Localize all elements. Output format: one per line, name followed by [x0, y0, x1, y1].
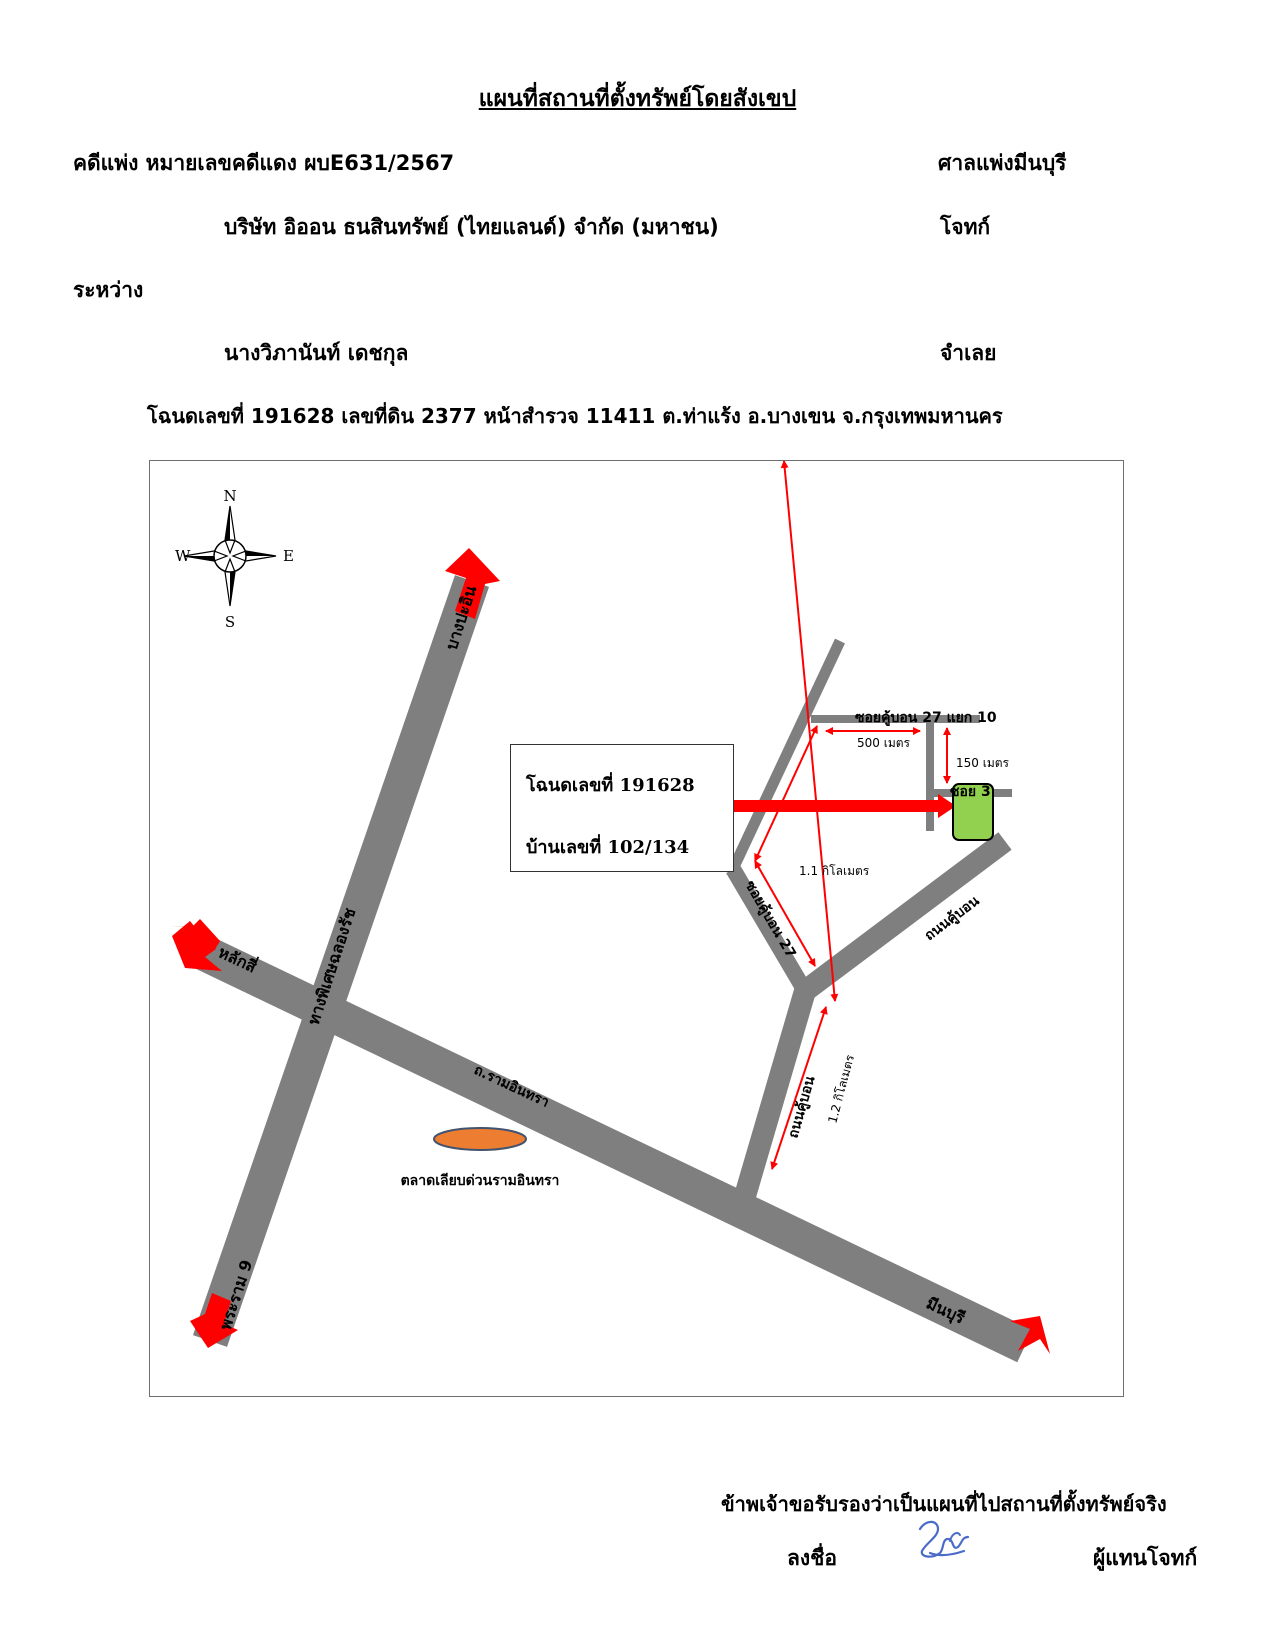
defendant-name: นางวิภานันท์ เดชกุล — [224, 341, 409, 365]
property-marker — [952, 783, 994, 841]
label-dist-1-2: 1.2 กิโลเมตร — [825, 1053, 857, 1125]
road-end-arrow — [172, 921, 222, 971]
label-dist-150: 150 เมตร — [956, 756, 1010, 770]
court-name: ศาลแพ่งมีนบุรี — [938, 151, 1067, 175]
road-expressway — [190, 548, 500, 1348]
signer-role: ผู้แทนโจทก์ — [1093, 1546, 1198, 1570]
plaintiff-name: บริษัท อิออน ธนสินทรัพย์ (ไทยแลนด์) จำกั… — [224, 215, 719, 239]
certification-text: ข้าพเจ้าขอรับรองว่าเป็นแผนที่ไปสถานที่ตั… — [721, 1492, 1167, 1516]
signature-icon — [918, 1520, 970, 1558]
property-info-box: โฉนดเลขที่ 191628 บ้านเลขที่ 102/134 — [510, 744, 734, 872]
deed-details: โฉนดเลขที่ 191628 เลขที่ดิน 2377 หน้าสำร… — [147, 404, 1003, 428]
landmark-label: ตลาดเลียบด่วนรามอินทรา — [401, 1173, 560, 1189]
info-house: บ้านเลขที่ 102/134 — [526, 837, 690, 858]
defendant-role: จำเลย — [940, 341, 997, 365]
compass-n: N — [223, 487, 236, 505]
compass-e: E — [283, 547, 294, 565]
distance-arrows — [754, 461, 951, 1170]
label-soi27-10: ซอยคู้บอน 27 แยก 10 — [855, 710, 997, 726]
compass-w: W — [175, 547, 191, 565]
info-deed: โฉนดเลขที่ 191628 — [526, 775, 695, 796]
map-frame: N S E W บางปะอิน พระราม 9 ทางพิเศษฉลองรั… — [149, 460, 1124, 1397]
road-end-arrow — [1010, 1316, 1050, 1354]
between-label: ระหว่าง — [73, 278, 144, 302]
label-soi3: ซอย 3 — [950, 784, 991, 800]
location-map: N S E W บางปะอิน พระราม 9 ทางพิเศษฉลองรั… — [170, 461, 1050, 1363]
landmark-marker — [433, 1127, 527, 1151]
compass-s: S — [225, 613, 235, 631]
page-title: แผนที่สถานที่ตั้งทรัพย์โดยสังเขป — [478, 86, 797, 112]
label-dist-1-1: 1.1 กิโลเมตร — [799, 864, 870, 878]
road-ram-inthra — [170, 919, 1050, 1363]
case-number: คดีแพ่ง หมายเลขคดีแดง ผบE631/2567 — [73, 151, 455, 175]
sign-label: ลงชื่อ — [787, 1546, 837, 1570]
label-soi27: ซอยคู้บอน 27 — [742, 878, 799, 961]
label-dist-500: 500 เมตร — [857, 736, 911, 750]
compass-icon — [183, 505, 277, 607]
plaintiff-role: โจทก์ — [940, 215, 991, 239]
road-end-arrow — [190, 1293, 238, 1348]
road-end-arrow — [445, 548, 500, 619]
label-ku-bon-lower: ถนนคู้บอน — [785, 1074, 818, 1140]
